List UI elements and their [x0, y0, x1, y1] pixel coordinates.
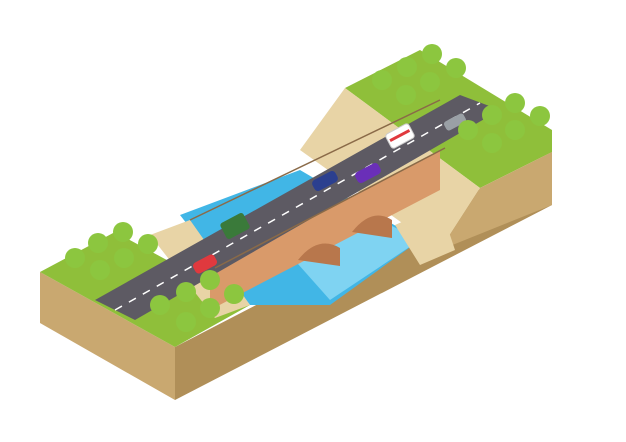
ambulance-stripe	[389, 129, 411, 143]
bridge-arch-left	[298, 243, 340, 266]
purple-car	[355, 163, 381, 183]
blue-car	[312, 171, 338, 191]
road-center-line	[114, 102, 481, 311]
bridge-railing-back	[189, 99, 441, 221]
ground-front-left-face	[40, 272, 175, 400]
river-water-highlight	[290, 220, 420, 300]
bridge-arch-right	[352, 215, 392, 238]
green-suv	[220, 213, 250, 239]
right-sand-bank	[395, 205, 455, 265]
red-car	[192, 254, 218, 274]
bridge-railing-front	[214, 147, 446, 269]
left-trees	[65, 222, 244, 332]
right-trees	[372, 44, 550, 153]
bridge-side-wall	[210, 150, 440, 310]
gray-car	[443, 113, 467, 131]
right-cliff-side	[440, 152, 552, 250]
